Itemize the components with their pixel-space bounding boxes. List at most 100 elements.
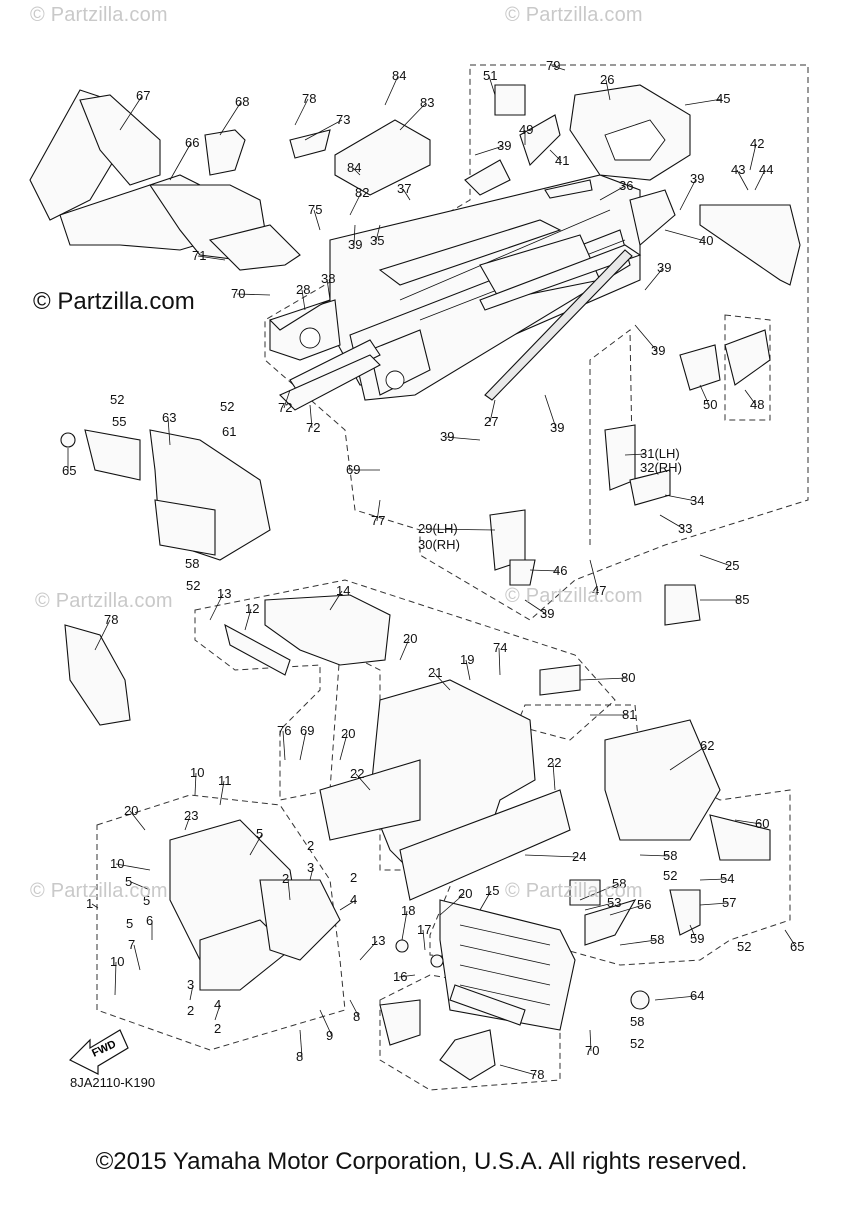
- callout-leader: [309, 867, 314, 881]
- callout-number: 49: [519, 122, 533, 137]
- callout-leader: [699, 554, 732, 567]
- callout-leader: [589, 559, 599, 592]
- callout-number: 41: [555, 153, 569, 168]
- callout-number: 34: [690, 493, 704, 508]
- callout-number: 52: [630, 1036, 644, 1051]
- callout-leader: [529, 569, 560, 572]
- callout-leader: [754, 169, 766, 191]
- callout-number: 10: [110, 954, 124, 969]
- callout-leader: [349, 192, 362, 216]
- callout-leader: [609, 904, 644, 916]
- callout-number: 64: [690, 988, 704, 1003]
- callout-leader: [433, 672, 451, 691]
- callout-leader: [736, 169, 749, 191]
- callout-leader: [169, 142, 192, 181]
- callout-number: 37: [397, 181, 411, 196]
- callout-leader: [249, 833, 263, 856]
- callout-number: 57: [722, 895, 736, 910]
- callout-leader: [398, 974, 416, 978]
- callout-number: 78: [302, 91, 316, 106]
- callout-number: 70: [585, 1043, 599, 1058]
- callout-leader: [294, 98, 309, 126]
- bumper-assembly: [60, 429, 271, 561]
- callout-leader: [552, 762, 556, 791]
- callout-leader: [784, 929, 797, 948]
- callout-leader: [219, 101, 242, 136]
- callout-leader: [319, 1009, 333, 1037]
- callout-leader: [679, 178, 697, 211]
- callout-number: 56: [637, 897, 651, 912]
- callout-number: 76: [277, 723, 291, 738]
- callout-leader: [167, 417, 171, 446]
- callout-leader: [194, 772, 197, 796]
- callout-number: 45: [716, 91, 730, 106]
- callout-number: 8: [296, 1049, 303, 1064]
- callout-number: 30(RH): [418, 537, 460, 552]
- callout-number: 59: [690, 931, 704, 946]
- misc-top-parts: [289, 84, 801, 391]
- callout-leader: [375, 224, 381, 242]
- callout-number: 3: [307, 860, 314, 875]
- callout-number: 52: [220, 399, 234, 414]
- callout-number: 42: [750, 136, 764, 151]
- callout-leader: [119, 95, 143, 131]
- diagram-code: 8JA2110-K190: [70, 1075, 156, 1090]
- callout-number: 69: [300, 723, 314, 738]
- callout-number: 21: [428, 665, 442, 680]
- callout-number: 84: [392, 68, 406, 83]
- callout-leader: [664, 494, 697, 502]
- copyright-notice: ©2015 Yamaha Motor Corporation, U.S.A. A…: [95, 1148, 748, 1175]
- callout-number: 17: [417, 922, 431, 937]
- callout-number: 73: [336, 112, 350, 127]
- callout-leader: [91, 903, 99, 909]
- callout-number: 84: [347, 160, 361, 175]
- callout-leader: [402, 188, 411, 201]
- callout-leader: [544, 394, 557, 429]
- callout-number: 61: [222, 424, 236, 439]
- callout-leader: [329, 590, 343, 611]
- callout-number: 18: [401, 903, 415, 918]
- callout-number: 31(LH): [640, 446, 680, 461]
- callout-number: 12: [245, 601, 259, 616]
- callout-leader: [524, 599, 547, 615]
- plate-85: [664, 584, 701, 626]
- callout-leader: [399, 102, 427, 131]
- callout-number: 44: [759, 162, 773, 177]
- callout-leader: [465, 659, 471, 681]
- callout-number: 32(RH): [640, 460, 682, 475]
- callout-leader: [115, 863, 151, 871]
- bracket-68: [204, 129, 246, 176]
- callout-leader: [524, 854, 579, 858]
- callout-number: 2: [350, 870, 357, 885]
- callout-number: 85: [735, 592, 749, 607]
- callout-leader: [353, 224, 356, 246]
- side-brackets: [489, 424, 671, 586]
- callout-leader: [313, 209, 321, 231]
- callout-leader: [422, 929, 426, 951]
- callout-leader: [499, 1064, 537, 1076]
- fwd-arrow: FWD: [68, 1029, 129, 1075]
- callout-number: 63: [162, 410, 176, 425]
- callout-leader: [399, 638, 410, 661]
- callout-leader: [589, 1029, 592, 1052]
- callout-number: 10: [110, 856, 124, 871]
- watermark-main: © Partzilla.com: [33, 288, 195, 315]
- callout-number: 39: [657, 260, 671, 275]
- callout-leader: [283, 389, 291, 409]
- callout-leader: [498, 647, 501, 676]
- callout-number: 5: [256, 826, 263, 841]
- callout-number: 60: [755, 816, 769, 831]
- callout-number: 52: [737, 939, 751, 954]
- callout-number: 75: [308, 202, 322, 217]
- callout-leader: [339, 733, 348, 761]
- callout-leader: [309, 404, 313, 429]
- callout-leader: [236, 293, 271, 296]
- callout-leader: [639, 854, 670, 857]
- callout-leader: [689, 924, 697, 940]
- callout-leader: [489, 399, 496, 423]
- callout-number: 13: [217, 586, 231, 601]
- callout-leader: [326, 278, 331, 301]
- callout-leader: [244, 608, 252, 631]
- callout-leader: [189, 984, 194, 1001]
- callout-number: 47: [592, 583, 606, 598]
